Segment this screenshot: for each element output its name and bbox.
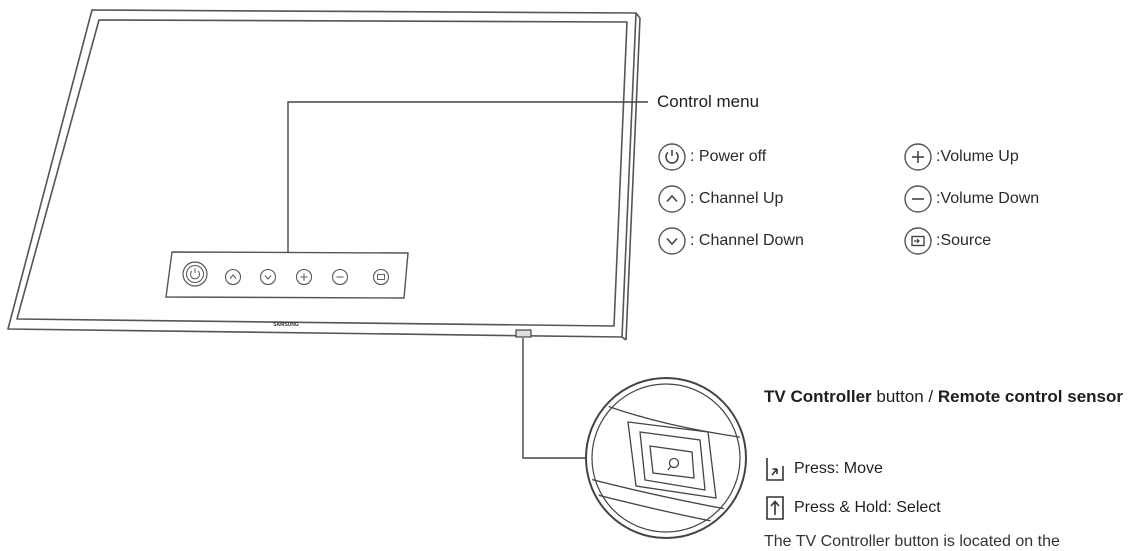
panel-plus-icon (295, 268, 313, 286)
legend-channel-up-label: : Channel Up (690, 190, 784, 207)
minus-icon (904, 185, 932, 213)
sensor-magnifier (585, 377, 747, 539)
panel-source-icon (372, 268, 390, 286)
sensor-title-controller: TV Controller (764, 387, 872, 406)
press-move-label: Press: Move (794, 460, 883, 477)
sensor-footnote: The TV Controller button is located on t… (764, 533, 1060, 550)
press-hold-label: Press & Hold: Select (794, 499, 941, 516)
press-move-icon (766, 458, 784, 481)
control-menu-leader-line (287, 101, 648, 252)
legend-power-off: : Power off (657, 142, 766, 172)
sensor-title: TV Controller button / Remote control se… (764, 385, 1124, 409)
source-icon (904, 227, 932, 255)
legend-volume-down: :Volume Down (903, 184, 1039, 214)
legend-source: :Source (903, 226, 991, 256)
press-move-row: Press: Move (764, 456, 883, 482)
panel-chevron-up-icon (224, 268, 242, 286)
press-hold-row: Press & Hold: Select (764, 495, 941, 521)
press-hold-icon (766, 496, 784, 520)
power-icon (658, 143, 686, 171)
sensor-title-button: button / (871, 387, 938, 406)
chevron-up-icon (658, 185, 686, 213)
onscreen-control-panel (165, 251, 409, 299)
tv-controller-button (515, 329, 532, 338)
legend-volume-up: :Volume Up (903, 142, 1019, 172)
legend-channel-down: : Channel Down (657, 226, 804, 256)
tv-brand-logo: SAMSUNG (273, 322, 299, 328)
panel-minus-icon (331, 268, 349, 286)
chevron-down-icon (658, 227, 686, 255)
panel-chevron-down-icon (259, 268, 277, 286)
legend-channel-down-label: : Channel Down (690, 232, 804, 249)
legend-power-off-label: : Power off (690, 148, 767, 165)
panel-power-icon (182, 261, 208, 287)
tv-frame (7, 9, 641, 341)
sensor-leader-line (522, 338, 597, 459)
plus-icon (904, 143, 932, 171)
control-menu-title: Control menu (657, 92, 760, 111)
legend-volume-up-label: :Volume Up (936, 148, 1019, 165)
sensor-title-remote: Remote control sensor (937, 387, 1123, 406)
legend-source-label: :Source (936, 232, 992, 249)
legend-channel-up: : Channel Up (657, 184, 783, 214)
legend-volume-down-label: :Volume Down (936, 190, 1040, 207)
